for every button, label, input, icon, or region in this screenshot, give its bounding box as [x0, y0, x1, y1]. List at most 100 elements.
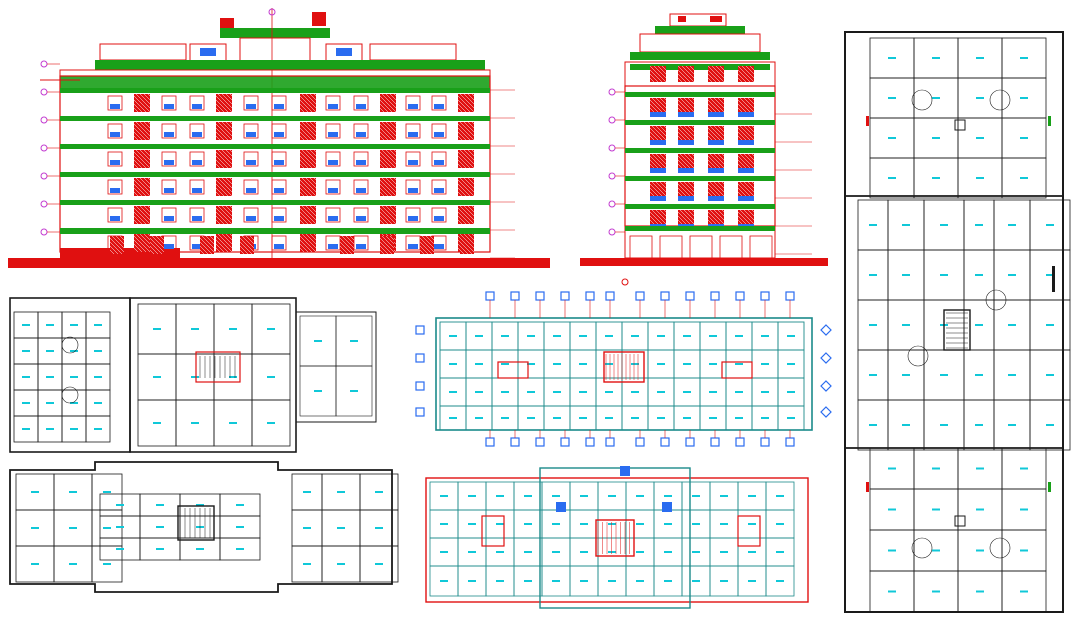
window — [271, 95, 287, 111]
balcony — [164, 160, 174, 165]
hatch-line — [133, 207, 151, 225]
room — [359, 545, 399, 583]
hatch-line — [379, 95, 397, 113]
room-label — [229, 422, 237, 424]
hatch-line — [471, 121, 475, 125]
hatch-line — [229, 177, 233, 181]
room-label — [636, 580, 644, 582]
hatch-line — [379, 211, 393, 225]
hatch-line — [139, 177, 151, 189]
balcony — [434, 216, 444, 221]
hatch-line — [683, 181, 695, 193]
hatch-line — [467, 149, 475, 157]
hatch-line — [215, 211, 229, 225]
hatch-line — [133, 99, 147, 113]
hatch-line — [649, 69, 663, 83]
hatch-line — [709, 97, 725, 113]
room-label — [501, 335, 509, 337]
hatch-line — [299, 219, 305, 225]
room-label — [940, 274, 948, 276]
hatch-line — [469, 235, 475, 241]
hatch-line — [393, 149, 397, 153]
room-label — [70, 376, 78, 378]
hatch-line — [385, 205, 397, 217]
hatch-line — [379, 163, 385, 169]
room-label — [552, 580, 560, 582]
red-panel — [134, 150, 150, 168]
hatch-line — [663, 125, 667, 129]
room-label — [932, 97, 940, 99]
room-label — [350, 340, 358, 342]
red-panel — [708, 182, 724, 200]
grid-bubble — [820, 406, 832, 418]
hatch-line — [299, 159, 309, 169]
hatch-line — [313, 205, 317, 209]
room-label — [94, 402, 102, 404]
hatch-line — [457, 135, 463, 141]
room-label — [975, 274, 983, 276]
grid-bubble — [635, 291, 645, 301]
room-label — [94, 350, 102, 352]
room-label — [664, 495, 672, 497]
red-panel — [216, 150, 232, 168]
hatch-line — [215, 191, 221, 197]
grid-bubble — [415, 353, 425, 363]
hatch-line — [717, 153, 725, 161]
hatch-line — [393, 205, 397, 209]
hatch-line — [229, 121, 233, 125]
grid-bubble — [760, 291, 770, 301]
hatch-line — [299, 187, 309, 197]
hatch-line — [305, 149, 317, 161]
hatch-line — [379, 207, 397, 225]
hatch-line — [217, 93, 233, 109]
hatch-line — [457, 107, 463, 113]
hatch-line — [139, 205, 151, 217]
hatch-line — [305, 121, 317, 133]
red-panel — [380, 122, 396, 140]
hatch-line — [305, 233, 317, 245]
hatch-line — [217, 205, 233, 221]
hatch-line — [299, 99, 313, 113]
room-label — [524, 523, 532, 525]
room-label — [888, 549, 896, 552]
balcony — [328, 160, 338, 165]
room-label — [579, 363, 587, 365]
hatch-line — [709, 209, 725, 225]
room-label — [761, 417, 769, 419]
balcony — [110, 104, 120, 109]
room-label — [761, 363, 769, 365]
room-label — [116, 526, 124, 528]
window — [243, 151, 259, 167]
balcony — [738, 196, 754, 201]
hatch-line — [133, 155, 147, 169]
room-label — [787, 335, 795, 337]
window — [353, 179, 369, 195]
room-label — [932, 590, 940, 593]
level-marker — [608, 144, 616, 152]
balcony — [708, 168, 724, 173]
balcony — [192, 188, 202, 193]
room-label — [496, 495, 504, 497]
room-label — [608, 580, 616, 582]
level-marker — [40, 200, 48, 208]
hatch-line — [133, 235, 151, 253]
grid-bubble — [560, 291, 570, 301]
room — [91, 545, 123, 583]
hatch-line — [299, 235, 317, 253]
window — [431, 95, 447, 111]
room-label — [475, 363, 483, 365]
hatch-line — [133, 95, 151, 113]
balcony — [192, 244, 202, 249]
hatch-line — [241, 235, 255, 249]
hatch-line — [215, 215, 225, 225]
hatch-line — [739, 125, 755, 141]
balcony — [408, 216, 418, 221]
hatch-line — [133, 131, 143, 141]
hatch-line — [751, 125, 755, 129]
red-panel — [216, 122, 232, 140]
room-label — [1020, 590, 1028, 593]
hatch-line — [381, 93, 397, 109]
room-label — [375, 491, 383, 493]
hatch-line — [221, 121, 233, 133]
hatch-line — [215, 207, 233, 225]
